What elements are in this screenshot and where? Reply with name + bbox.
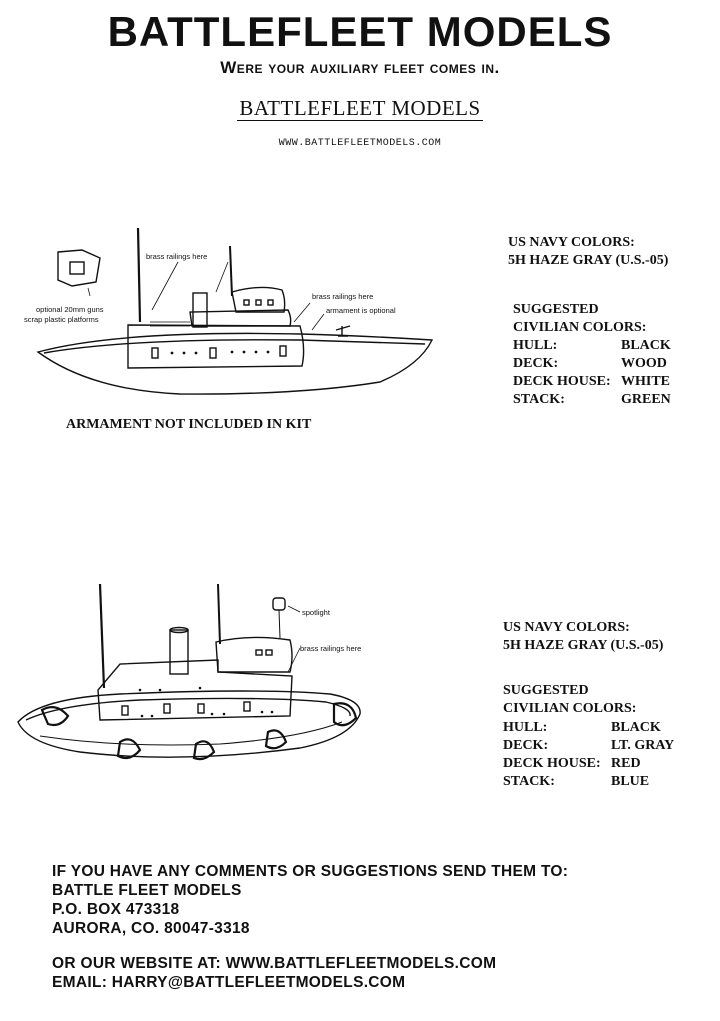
ship1-hull — [36, 332, 434, 395]
ship1-deck-line — [43, 339, 426, 354]
ship2-mast-fore — [98, 583, 106, 689]
ship1-label-guns: optional 20mm guns — [36, 305, 104, 314]
ship2-spotlight — [272, 597, 286, 611]
ship1-navy-color: 5H HAZE GRAY (U.S.-05) — [508, 253, 669, 268]
footer-comments-line: IF YOU HAVE ANY COMMENTS OR SUGGESTIONS … — [52, 863, 569, 880]
ship2-color-row: STACK:BLUE — [503, 774, 650, 789]
ship2-label-brass-railings: brass railings here — [300, 644, 362, 653]
ship2-fenders — [40, 702, 358, 761]
ship1-label-armament: armament is optional — [326, 306, 396, 315]
ship2-color-row: DECK:LT. GRAY — [503, 738, 675, 753]
page-title: BATTLEFLEET MODELS — [107, 8, 613, 55]
footer-city: AURORA, CO. 80047-3318 — [52, 920, 250, 937]
ship1-color-row: HULL:BLACK — [513, 338, 671, 353]
ship2-deckhouse — [97, 659, 293, 721]
ship2-color-row: HULL:BLACK — [503, 720, 661, 735]
ship2-hull — [17, 690, 361, 758]
ship2-color-row: DECK HOUSE:RED — [503, 756, 641, 771]
ship1-platform — [57, 249, 101, 287]
ship1-upper-house — [189, 309, 292, 327]
ship1-label-brass-railings-2: brass railings here — [312, 292, 374, 301]
footer-email[interactable]: EMAIL: HARRY@BATTLEFLEETMODELS.COM — [52, 974, 406, 991]
ship1-color-list: HULL:BLACK DECK:WOOD DECK HOUSE:WHITE ST… — [513, 337, 671, 409]
ship2-navy-title: US NAVY COLORS: — [503, 620, 630, 635]
footer-online: OR OUR WEBSITE AT: WWW.BATTLEFLEETMODELS… — [52, 954, 496, 992]
ship2-civilian-line2: CIVILIAN COLORS: — [503, 701, 637, 716]
ship1-color-row: DECK HOUSE:WHITE — [513, 374, 671, 389]
ship1-civilian-line1: SUGGESTED — [513, 302, 599, 317]
ship2-civilian-line1: SUGGESTED — [503, 683, 589, 698]
ship2-navy-color: 5H HAZE GRAY (U.S.-05) — [503, 638, 664, 653]
ship1-gun — [335, 325, 351, 337]
ship1-navy-title: US NAVY COLORS: — [508, 235, 635, 250]
ship1-bridge — [231, 286, 286, 313]
ship2-deck-line — [25, 697, 351, 721]
ship1-label-platforms: scrap plastic platforms — [24, 315, 99, 324]
ship2-portholes — [138, 686, 274, 718]
ship1-caption: ARMAMENT NOT INCLUDED IN KIT — [66, 417, 312, 432]
footer-po-box: P.O. BOX 473318 — [52, 901, 180, 918]
ship1-color-row: STACK:GREEN — [513, 392, 671, 407]
footer-company: BATTLE FLEET MODELS — [52, 882, 242, 899]
footer-website[interactable]: OR OUR WEBSITE AT: WWW.BATTLEFLEETMODELS… — [52, 955, 497, 972]
ship2-pilothouse — [215, 636, 293, 673]
ship2-mast-main — [217, 583, 221, 645]
ship1-mast-main — [229, 245, 233, 297]
ship1-mast-fore — [136, 227, 142, 323]
tagline: Were your auxiliary fleet comes in. — [220, 58, 500, 77]
logo-text: BATTLEFLEET MODELS — [237, 96, 483, 121]
ship2-color-list: HULL:BLACK DECK:LT. GRAY DECK HOUSE:RED … — [503, 719, 674, 791]
header-website: WWW.BATTLEFLEETMODELS.COM — [278, 138, 442, 149]
ship1-color-row: DECK:WOOD — [513, 356, 667, 371]
ship1-civilian-line2: CIVILIAN COLORS: — [513, 320, 647, 335]
ship2-stack — [169, 629, 189, 675]
ship1-label-brass-railings-1: brass railings here — [146, 252, 208, 261]
ship1-deckhouse — [127, 324, 305, 369]
ship1-stack — [192, 292, 208, 328]
ship2-label-spotlight: spotlight — [302, 608, 330, 617]
footer-contact: IF YOU HAVE ANY COMMENTS OR SUGGESTIONS … — [52, 862, 568, 938]
logo: BATTLEFLEET MODELS — [0, 96, 720, 121]
ship1-portholes — [170, 350, 270, 355]
